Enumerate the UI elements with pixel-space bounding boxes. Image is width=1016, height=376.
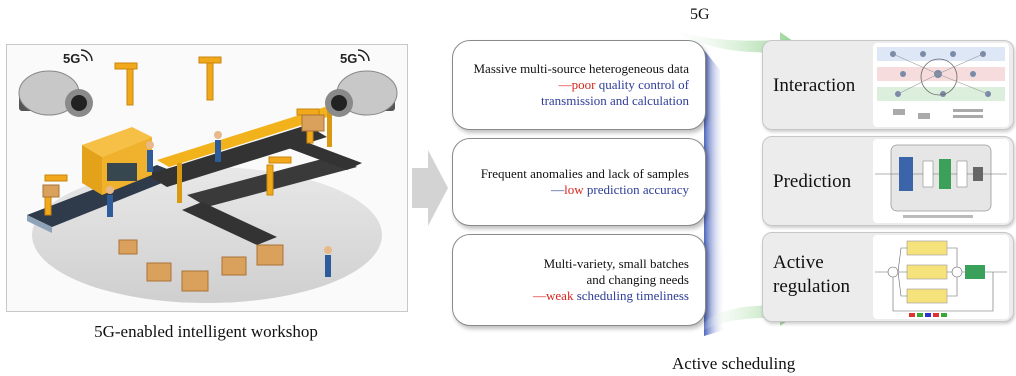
challenge-keyword: weak bbox=[546, 288, 574, 303]
camera-icon-left bbox=[18, 70, 93, 117]
challenge-dash: — bbox=[558, 77, 572, 92]
challenge-issue: quality control of bbox=[595, 77, 689, 92]
challenge-keyword: poor bbox=[571, 77, 596, 92]
panel-active-regulation: Active regulation bbox=[762, 232, 1014, 322]
challenge-line: —poor quality control of bbox=[461, 77, 689, 93]
wifi-icon-left bbox=[80, 49, 93, 62]
scheduling-band bbox=[704, 50, 724, 336]
panel-label: Prediction bbox=[773, 171, 852, 192]
right-arrow-icon bbox=[412, 150, 448, 226]
badge-5g-right: 5G bbox=[340, 51, 357, 66]
label-active-scheduling: Active scheduling bbox=[672, 354, 796, 373]
workshop-illustration: 5G 5G bbox=[6, 44, 408, 312]
challenge-dash: — bbox=[533, 288, 547, 303]
panel-label: Active bbox=[773, 252, 824, 273]
panel-prediction: Prediction bbox=[762, 136, 1014, 226]
challenge-line: Multi-variety, small batches bbox=[543, 256, 689, 271]
challenge-keyword: low bbox=[564, 182, 584, 197]
challenge-box-anomalies: Frequent anomalies and lack of samples —… bbox=[452, 138, 706, 226]
challenge-box-data: Massive multi-source heterogeneous data … bbox=[452, 40, 706, 130]
wifi-icon-right bbox=[357, 49, 370, 62]
challenge-box-scheduling: Multi-variety, small batches and changin… bbox=[452, 234, 706, 326]
challenge-issue: prediction accuracy bbox=[583, 182, 689, 197]
challenge-line: Frequent anomalies and lack of samples bbox=[480, 166, 689, 181]
panel-interaction: Interaction bbox=[762, 40, 1014, 130]
challenge-line: Massive multi-source heterogeneous data bbox=[473, 61, 689, 76]
control-loop-thumbnail bbox=[873, 235, 1009, 319]
factory-floor-image: 5G 5G bbox=[18, 49, 398, 303]
network-diagram-thumbnail bbox=[873, 43, 1009, 127]
panel-label: Interaction bbox=[773, 75, 856, 96]
challenge-issue: scheduling timeliness bbox=[573, 288, 689, 303]
challenge-line: transmission and calculation bbox=[540, 93, 689, 108]
label-5g: 5G bbox=[690, 6, 710, 23]
panel-label: regulation bbox=[773, 276, 851, 297]
prediction-model-thumbnail bbox=[873, 139, 1009, 223]
challenge-line: —low prediction accuracy bbox=[461, 182, 689, 198]
challenge-line: —weak scheduling timeliness bbox=[461, 288, 689, 304]
camera-icon-right bbox=[325, 70, 398, 117]
challenge-dash: — bbox=[551, 182, 565, 197]
challenge-line: and changing needs bbox=[586, 272, 689, 287]
workshop-caption: 5G-enabled intelligent workshop bbox=[94, 322, 318, 341]
badge-5g-left: 5G bbox=[63, 51, 80, 66]
